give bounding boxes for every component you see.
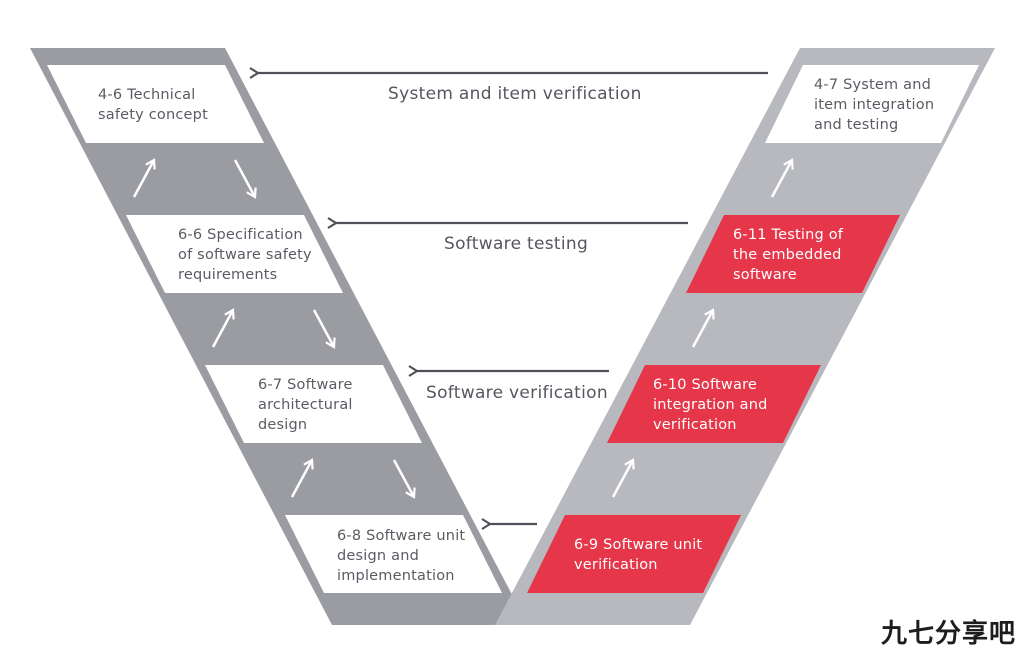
up-arrow-icon bbox=[211, 310, 233, 348]
box-software-integration-verification bbox=[607, 365, 821, 443]
up-arrow-icon bbox=[770, 160, 792, 198]
box-software-unit-verification bbox=[527, 515, 741, 593]
box-software-architectural-design bbox=[205, 365, 422, 443]
box-technical-safety-concept bbox=[47, 65, 264, 143]
left-box-3-text: 6-7 Software architectural design bbox=[258, 377, 353, 433]
up-arrow-icon bbox=[611, 460, 633, 498]
box-software-safety-requirements bbox=[126, 215, 343, 293]
left-box-4-text: 6-8 Software unit design and implementat… bbox=[337, 528, 466, 584]
up-arrow-icon bbox=[691, 310, 713, 348]
up-arrow-icon bbox=[132, 160, 154, 198]
software-testing-label: Software testing bbox=[444, 234, 589, 254]
right-box-4-text: 6-9 Software unit verification bbox=[574, 537, 703, 573]
down-arrow-icon bbox=[233, 159, 255, 197]
watermark: 九七分享吧 bbox=[880, 619, 1016, 649]
down-arrow-icon bbox=[312, 309, 334, 347]
software-verification-label: Software verification bbox=[426, 383, 608, 403]
box-system-item-integration bbox=[765, 65, 979, 143]
system-item-verification-label: System and item verification bbox=[388, 84, 642, 104]
left-flow-arrows bbox=[132, 159, 414, 498]
right-box-3-text: 6-10 Software integration and verificati… bbox=[653, 377, 768, 433]
right-box-1-text: 4-7 System and item integration and test… bbox=[814, 77, 935, 133]
right-box-2-text: 6-11 Testing of the embedded software bbox=[733, 227, 844, 283]
up-arrow-icon bbox=[290, 460, 312, 498]
right-v-band bbox=[495, 48, 995, 625]
box-testing-embedded-software bbox=[686, 215, 900, 293]
verification-arrows bbox=[258, 73, 768, 524]
box-software-unit-design bbox=[285, 515, 502, 593]
left-box-1-text: 4-6 Technical safety concept bbox=[98, 87, 208, 123]
left-box-2-text: 6-6 Specification of software safety req… bbox=[178, 227, 312, 283]
down-arrow-icon bbox=[392, 459, 414, 497]
right-flow-arrows bbox=[611, 160, 792, 498]
left-v-band bbox=[30, 48, 528, 625]
